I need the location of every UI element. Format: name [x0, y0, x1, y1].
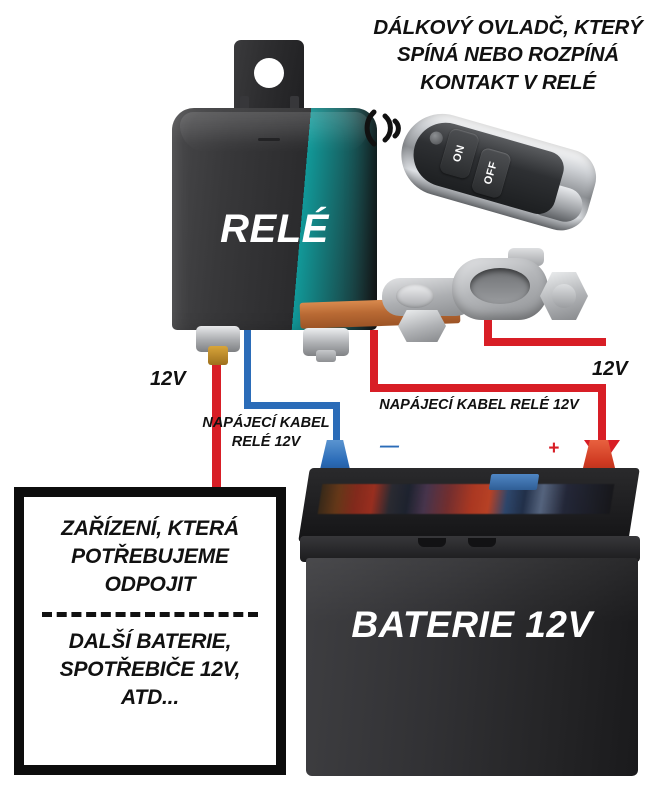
relay-terminal-left-brass-stud [208, 346, 228, 365]
remote-off-button-label: OFF [482, 160, 501, 187]
remote-control[interactable]: ON OFF [385, 87, 612, 263]
device-box-line-2: POTŘEBUJEME [71, 544, 229, 568]
device-box-line-4: DALŠÍ BATERIE, [68, 629, 232, 653]
device-box-line-5: SPOTŘEBIČE 12V, [59, 657, 241, 681]
battery-clamp-bore [470, 268, 530, 304]
rf-signal-icon [364, 106, 410, 150]
battery-clamp-arm-bolt [396, 284, 434, 308]
relay-bracket-hole [254, 58, 284, 88]
wire-red-clamp-horizontal [484, 338, 606, 346]
battery-handle-left [418, 538, 446, 547]
wire-red-to-devices [212, 360, 221, 492]
voltage-label-left: 12V [150, 368, 186, 390]
relay-label: RELÉ [220, 207, 329, 251]
wire-blue-segment-vertical-bottom [333, 402, 340, 458]
relay-body [172, 108, 377, 330]
relay-terminal-right-stud [316, 350, 336, 362]
wire-red-segment-horizontal [370, 384, 606, 392]
voltage-label-right: 12V [592, 358, 628, 380]
rf-signal-svg [364, 109, 401, 147]
battery-negative-symbol: — [380, 436, 399, 457]
blue-cable-label-line-2: RELÉ 12V [231, 433, 301, 450]
wire-blue-segment-vertical-top [244, 330, 251, 408]
battery-top-blue-tag [488, 474, 540, 490]
remote-on-button-label: ON [451, 143, 468, 164]
device-box-divider [42, 611, 258, 617]
device-box-line-3: ODPOJIT [104, 572, 196, 596]
battery-handle-right [468, 538, 496, 547]
heading-line-3: KONTAKT V RELÉ [420, 70, 596, 94]
device-box-line-6: ATD... [121, 685, 179, 709]
blue-cable-label: NAPÁJECÍ KABEL RELÉ 12V [200, 414, 332, 452]
diagram-heading: DÁLKOVÝ OVLADČ, KTERÝ SPÍNÁ NEBO ROZPÍNÁ… [360, 14, 656, 96]
blue-cable-label-line-1: NAPÁJECÍ KABEL [202, 415, 330, 431]
relay-vent-slot [258, 138, 280, 141]
device-box-line-1: ZAŘÍZENÍ, KTERÁ [61, 517, 239, 540]
battery-top-label-strip [317, 484, 615, 514]
battery-positive-symbol: + [548, 438, 560, 459]
wire-red-segment-vertical-top [370, 330, 378, 392]
red-cable-label: NAPÁJECÍ KABEL RELÉ 12V [379, 397, 579, 413]
heading-line-2: SPÍNÁ NEBO ROZPÍNÁ [397, 43, 619, 67]
relay-top-highlight [180, 112, 369, 152]
battery-clamp-nut-bottom [398, 310, 446, 342]
wire-red-segment-vertical-bottom [598, 384, 606, 452]
battery-case [306, 558, 638, 776]
relay-bracket-foot-right [290, 96, 299, 114]
wire-blue-segment-horizontal [244, 402, 340, 409]
battery-label: BATERIE 12V [351, 604, 593, 645]
battery-clamp-nut-right-center [552, 284, 576, 308]
relay-bracket-foot-left [240, 96, 249, 114]
heading-line-1: DÁLKOVÝ OVLADČ, KTERÝ [373, 16, 643, 39]
disconnected-devices-box: ZAŘÍZENÍ, KTERÁ POTŘEBUJEME ODPOJIT DALŠ… [14, 487, 286, 775]
